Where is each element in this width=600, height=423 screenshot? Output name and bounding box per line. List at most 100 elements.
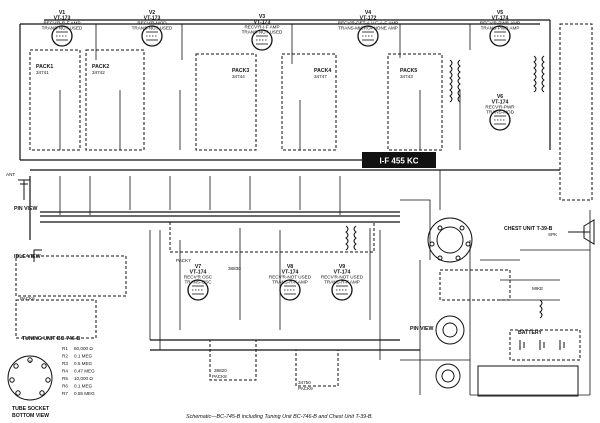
ant-label: ANT <box>6 172 15 177</box>
tube-type: VT-174 <box>492 16 509 22</box>
spk-label: SPK <box>548 232 558 237</box>
resistor-value: 10,000 Ω <box>74 376 93 381</box>
tube-id: V7 <box>195 264 201 270</box>
tube-role-2: TRANS-R-F AMP <box>324 280 360 285</box>
pin-view-label-2: PIN VIEW <box>410 326 433 332</box>
schematic-caption: Schematic—BC-745-B including Tuning Unit… <box>186 414 373 420</box>
pack-number: 34741 <box>36 70 49 75</box>
tuning-unit-label: TUNING UNIT BC-746-B <box>22 336 80 342</box>
coils <box>345 55 545 319</box>
resistor-name: R3 <box>62 361 68 366</box>
idle-view-label: IDLE VIEW <box>14 254 41 260</box>
if-frequency-badge: I-F 455 KC <box>362 152 436 168</box>
tube-role: RECV'R-PWR <box>485 105 515 110</box>
tube-role-2: TRANS-MOD <box>486 110 514 115</box>
pack-name: PACK1 <box>36 64 53 70</box>
tube-role: RECV'R-DET-A.V.C-A-F AMP <box>338 21 398 26</box>
tube-id: V6 <box>497 94 503 100</box>
tube-role: RECV'R OSC <box>184 275 213 280</box>
tube-role: RECV'R-I-F AMP <box>244 25 279 30</box>
tube-role: RECV'R-NOT USED <box>269 275 312 280</box>
pack-number: 34747 <box>314 74 327 79</box>
num-38820: 38820 <box>214 368 227 373</box>
pack-name: PACK3 <box>232 68 249 74</box>
pack8-label: PACK8 <box>212 374 227 379</box>
resistor-name: R1 <box>62 346 68 351</box>
tube-socket-label: TUBE SOCKET <box>12 406 50 412</box>
svg-text:1: 1 <box>29 359 32 364</box>
tube-role-2: TRANS-NOT USED <box>242 30 283 35</box>
tube-role-2: TRANS-NOT USED <box>132 26 173 31</box>
battery-symbols <box>477 219 595 397</box>
tube-type: VT-172 <box>360 16 377 22</box>
tube-type: VT-174 <box>282 270 299 276</box>
tube-socket-bottom-view: 1 <box>7 355 53 401</box>
tube-type: VT-173 <box>144 16 161 22</box>
num-34750: 34750 <box>298 380 311 385</box>
resistor-name: R4 <box>62 369 68 374</box>
tube-id: V9 <box>339 264 345 270</box>
pack-number: 34743 <box>400 74 413 79</box>
battery-label: BATTERY <box>518 330 542 336</box>
antenna-symbol <box>18 179 42 262</box>
bottom-view-label: BOTTOM VIEW <box>12 413 49 419</box>
tube-role: RECV'R-NOT USED <box>321 275 364 280</box>
pack-number: 34742 <box>92 70 105 75</box>
tube-role: RECV'R-MOD <box>137 21 167 26</box>
tube-type: VT-173 <box>254 20 271 26</box>
tube-id: V8 <box>287 264 293 270</box>
resistor-value: 0.5 MEG <box>74 361 93 366</box>
num-38830: 38830 <box>228 266 241 271</box>
resistor-name: R6 <box>62 384 68 389</box>
resistor-value: 0.47 MEG <box>74 369 95 374</box>
tube-id: V1 <box>59 10 65 16</box>
resistor-name: R2 <box>62 354 68 359</box>
pack-name: PACK4 <box>314 68 331 74</box>
tube-type: VT-174 <box>492 100 509 106</box>
tube-id: V2 <box>149 10 155 16</box>
tube-type: VT-174 <box>334 270 351 276</box>
tube-id: V4 <box>365 10 371 16</box>
resistor-value: 0.55 MEG <box>74 391 95 396</box>
shield-boxes <box>15 23 593 387</box>
tube-role-2: TRANS-OSC <box>184 280 212 285</box>
wiring-rails <box>19 19 591 396</box>
mike-label: MIKE <box>532 286 543 291</box>
pack-name: PACK5 <box>400 68 417 74</box>
chest-unit-label: CHEST UNIT T-39-B <box>504 226 553 232</box>
tube-id: V5 <box>497 10 503 16</box>
tube-role: RECV'R-PWR AMP <box>480 21 520 26</box>
resistor-value: 0.1 MEG <box>74 354 93 359</box>
tube-role-2: TRANS-PWR AMP <box>481 26 520 31</box>
pack9-label: PACK9 <box>298 386 313 391</box>
resistor-value: 0.1 MEG <box>74 384 93 389</box>
tube-type: VT-174 <box>190 270 207 276</box>
pack-name: PACK2 <box>92 64 109 70</box>
pack7-label: PACK7 <box>176 258 191 263</box>
resistor-name: R5 <box>62 376 68 381</box>
pack6-label: PACK6 <box>20 296 35 301</box>
tube-role-2: TRANS-NOT USED <box>42 26 83 31</box>
tube-id: V3 <box>259 14 265 20</box>
resistor-value: 60,000 Ω <box>74 346 93 351</box>
resistor-value-table: R1 60,000 Ω R2 0.1 MEG R3 0.5 MEG R4 0.47 MEG R5… <box>62 346 95 396</box>
tube-role-2: TRANS-MICROPHONE AMP <box>338 26 398 31</box>
diagram-labels: PIN VIEW IDLE VIEW PIN VIEW TUNING UNIT … <box>6 172 558 420</box>
pin-view-label: PIN VIEW <box>14 206 37 212</box>
